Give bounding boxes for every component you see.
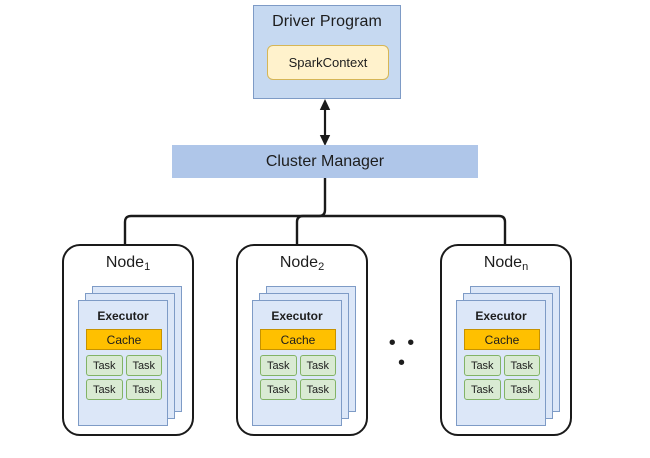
node-subscript-1: 1 <box>144 261 151 273</box>
node-label-1: Node1 <box>64 254 192 273</box>
task-box: Task <box>86 355 123 376</box>
cache-box-2: Cache <box>260 329 336 350</box>
cache-box-1: Cache <box>86 329 162 350</box>
task-box: Task <box>260 355 297 376</box>
executor-stack-n: Executor Cache Task Task Task Task <box>456 286 560 426</box>
sparkcontext-box: SparkContext <box>267 45 389 80</box>
task-grid-2: Task Task Task Task <box>260 355 336 400</box>
node-name-n: Node <box>483 254 523 271</box>
task-box: Task <box>86 379 123 400</box>
node-label-n: Noden <box>442 254 570 273</box>
task-box: Task <box>299 355 336 376</box>
executor-card-front-2: Executor Cache Task Task Task Task <box>252 300 342 426</box>
driver-program-box: Driver Program SparkContext <box>253 5 401 99</box>
cluster-manager-bar: Cluster Manager <box>172 145 478 178</box>
node-name-1: Node <box>105 254 145 271</box>
task-box: Task <box>299 379 336 400</box>
node-subscript-2: 2 <box>318 261 325 273</box>
task-box: Task <box>464 355 501 376</box>
task-box: Task <box>125 355 162 376</box>
task-grid-n: Task Task Task Task <box>464 355 540 400</box>
node-name-2: Node <box>279 254 319 271</box>
task-box: Task <box>125 379 162 400</box>
executor-stack-1: Executor Cache Task Task Task Task <box>78 286 182 426</box>
driver-program-title: Driver Program <box>272 13 382 30</box>
manager-node-bus <box>123 178 507 244</box>
node-box-2: Node2 Executor Cache Task Task Task Task <box>236 244 368 436</box>
cache-box-n: Cache <box>464 329 540 350</box>
executor-stack-2: Executor Cache Task Task Task Task <box>252 286 356 426</box>
node-box-n: Noden Executor Cache Task Task Task Task <box>440 244 572 436</box>
task-grid-1: Task Task Task Task <box>86 355 162 400</box>
executor-title-2: Executor <box>271 309 323 323</box>
nodes-ellipsis: • • • <box>388 332 418 374</box>
node-subscript-n: n <box>522 261 529 273</box>
task-box: Task <box>503 379 540 400</box>
node-label-2: Node2 <box>238 254 366 273</box>
task-box: Task <box>503 355 540 376</box>
node-box-1: Node1 Executor Cache Task Task Task Task <box>62 244 194 436</box>
task-box: Task <box>464 379 501 400</box>
executor-card-front-n: Executor Cache Task Task Task Task <box>456 300 546 426</box>
executor-title-1: Executor <box>97 309 149 323</box>
task-box: Task <box>260 379 297 400</box>
driver-manager-arrow <box>319 99 331 146</box>
executor-title-n: Executor <box>475 309 527 323</box>
executor-card-front-1: Executor Cache Task Task Task Task <box>78 300 168 426</box>
